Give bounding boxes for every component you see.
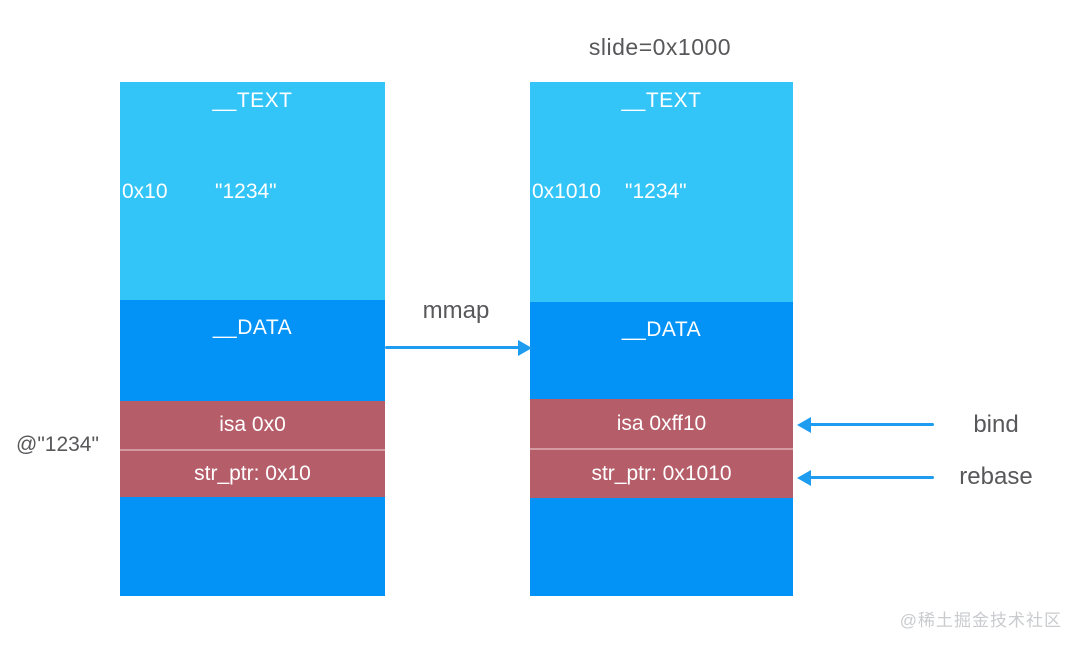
memory-block-original: __TEXT 0x10 "1234" __DATA isa 0x0 str_pt…	[120, 82, 385, 596]
data-segment-slid: __DATA	[530, 302, 793, 399]
str-pointer-row: str_ptr: 0x1010	[530, 450, 793, 498]
isa-pointer-row: isa 0xff10	[530, 399, 793, 450]
data-segment-label: __DATA	[212, 316, 293, 339]
slide-title: slide=0x1000	[588, 34, 732, 60]
bind-arrow-head-icon	[797, 417, 811, 433]
rebase-label: rebase	[959, 463, 1033, 490]
data-segment-filler	[530, 498, 793, 596]
rebase-arrow-head-icon	[797, 470, 811, 486]
mmap-label: mmap	[422, 297, 490, 324]
string-address: 0x10	[122, 180, 168, 203]
isa-pointer-row: isa 0x0	[120, 401, 385, 451]
string-address: 0x1010	[532, 180, 601, 203]
bind-arrow-line	[809, 423, 934, 426]
data-segment-original: __DATA	[120, 300, 385, 401]
bind-label: bind	[973, 411, 1019, 438]
string-address-row: 0x10 "1234"	[120, 178, 385, 206]
data-segment-label: __DATA	[621, 318, 702, 341]
object-literal-label: @"1234"	[16, 433, 99, 456]
mmap-arrow-line	[385, 346, 519, 349]
string-literal: "1234"	[625, 180, 687, 203]
text-segment-original: __TEXT 0x10 "1234"	[120, 82, 385, 300]
rebase-arrow-line	[809, 476, 934, 479]
text-segment-label: __TEXT	[621, 89, 702, 112]
mmap-arrow-head-icon	[518, 340, 532, 356]
str-pointer-row: str_ptr: 0x10	[120, 451, 385, 497]
string-literal: "1234"	[215, 180, 277, 203]
data-segment-filler	[120, 497, 385, 596]
watermark: @稀土掘金技术社区	[899, 611, 1062, 630]
text-segment-slid: __TEXT 0x1010 "1234"	[530, 82, 793, 302]
text-segment-label: __TEXT	[212, 89, 293, 112]
memory-block-slid: __TEXT 0x1010 "1234" __DATA isa 0xff10 s…	[530, 82, 793, 596]
string-address-row: 0x1010 "1234"	[530, 178, 793, 206]
